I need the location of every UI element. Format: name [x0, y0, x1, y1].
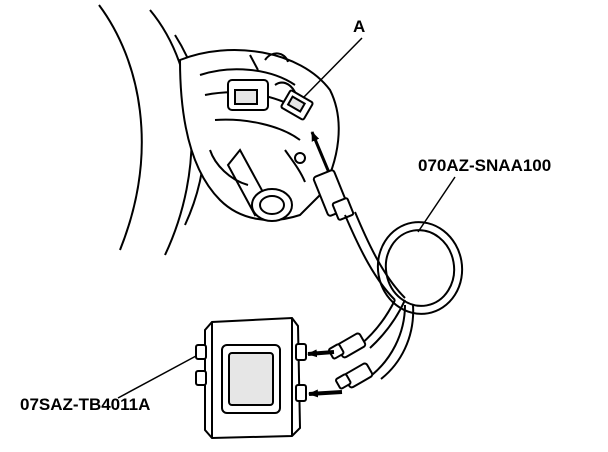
callout-label-a: A [353, 17, 366, 36]
connector-a [274, 81, 314, 121]
callout-harness-leader [417, 176, 456, 233]
harness-cable [344, 211, 464, 380]
callout-box-leader [117, 355, 197, 399]
connect-arrow-lower [308, 389, 343, 398]
callout-a-leader [302, 37, 363, 99]
callout-label-harness: 070AZ-SNAA100 [418, 156, 552, 175]
connect-arrow-a [310, 131, 332, 176]
test-box [195, 316, 307, 440]
callout-label-test-box: 07SAZ-TB4011A [20, 395, 151, 414]
harness-plug [312, 169, 355, 221]
test-plug-upper [328, 332, 367, 360]
connect-arrow-upper [307, 349, 335, 358]
test-plug-lower [335, 362, 374, 390]
